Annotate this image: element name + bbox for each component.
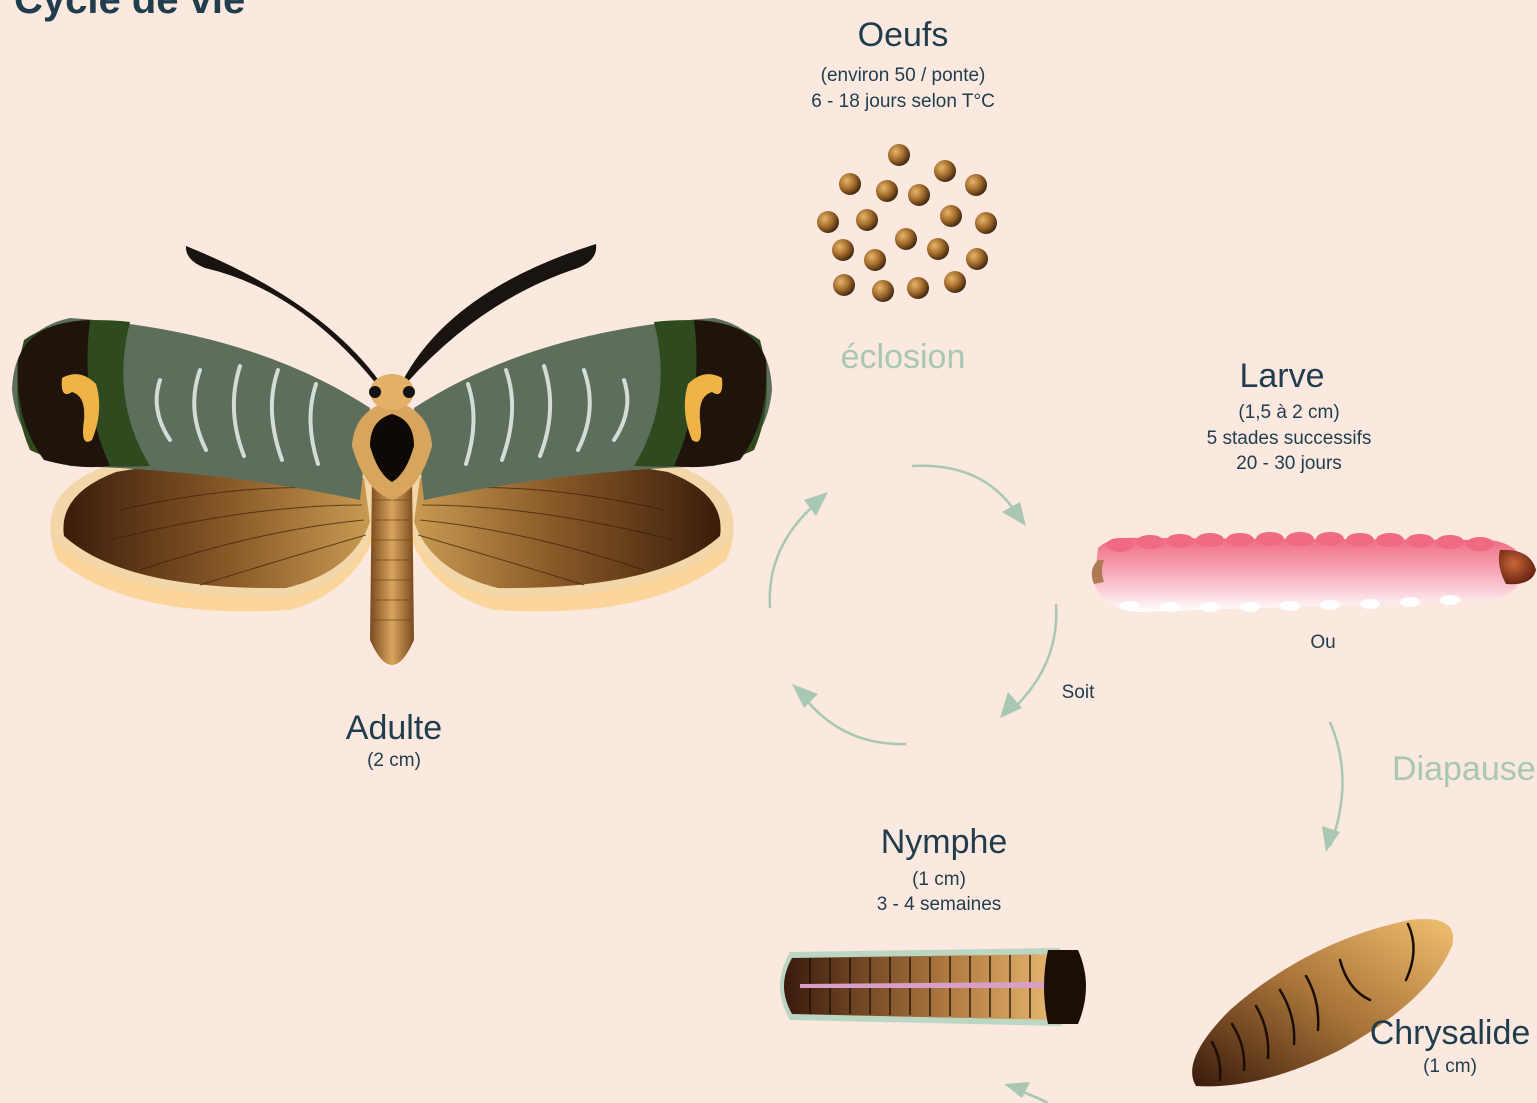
- chrysalis-detail-1: (1 cm): [1423, 1054, 1477, 1080]
- chrysalis-title: Chrysalide: [1370, 1014, 1531, 1053]
